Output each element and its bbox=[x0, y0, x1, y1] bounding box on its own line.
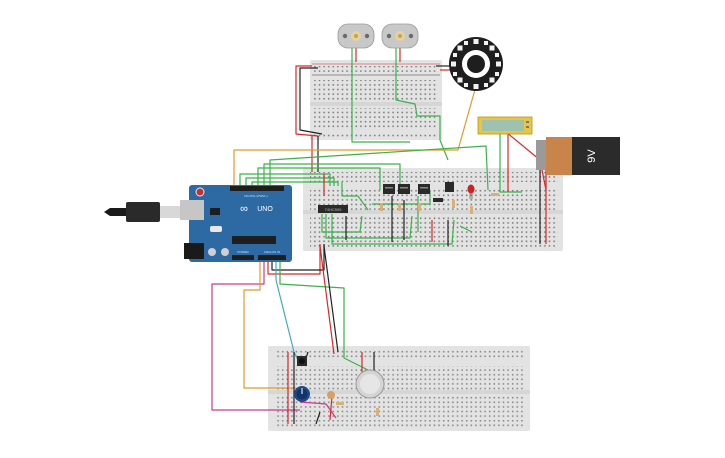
photoresistor[interactable] bbox=[327, 391, 335, 399]
resistors-bottom[interactable] bbox=[336, 402, 379, 416]
pushbutton[interactable] bbox=[297, 356, 307, 366]
breadboard-bottom[interactable] bbox=[268, 346, 530, 431]
breadboard-top[interactable] bbox=[310, 60, 442, 140]
arduino-logo-text: UNO bbox=[257, 206, 273, 213]
battery-label: 9V bbox=[586, 149, 598, 163]
gas-sensor[interactable] bbox=[355, 369, 385, 399]
neopixel-ring[interactable] bbox=[449, 37, 503, 91]
header-digital-label: DIGITAL (PWM~) bbox=[244, 194, 267, 198]
transistor-3[interactable] bbox=[418, 184, 430, 194]
resistors-main[interactable] bbox=[380, 193, 499, 214]
potentiometer[interactable] bbox=[294, 386, 310, 402]
transistor-4[interactable] bbox=[445, 182, 454, 192]
breadboard-main[interactable] bbox=[303, 168, 563, 251]
header-power-label: POWER bbox=[237, 250, 249, 254]
arduino-brand-mark: ∞ bbox=[240, 203, 248, 215]
shift-register-chip[interactable]: 74HC595 bbox=[318, 205, 348, 213]
red-led[interactable] bbox=[467, 184, 475, 200]
lcd-module[interactable] bbox=[477, 116, 533, 135]
arduino-uno[interactable]: ∞ UNO DIGITAL (PWM~) POWER ANALOG IN bbox=[180, 185, 292, 262]
transistor-2[interactable] bbox=[398, 184, 410, 194]
header-analog-label: ANALOG IN bbox=[264, 250, 280, 254]
dc-motor-2[interactable] bbox=[381, 23, 419, 49]
dc-motor-1[interactable] bbox=[337, 23, 375, 49]
diode[interactable] bbox=[433, 198, 443, 202]
reset-button[interactable] bbox=[195, 187, 205, 197]
chip-label: 74HC595 bbox=[325, 207, 343, 212]
usb-cable bbox=[104, 202, 182, 222]
transistor-1[interactable] bbox=[383, 184, 395, 194]
battery-9v[interactable]: 9V bbox=[536, 137, 620, 175]
